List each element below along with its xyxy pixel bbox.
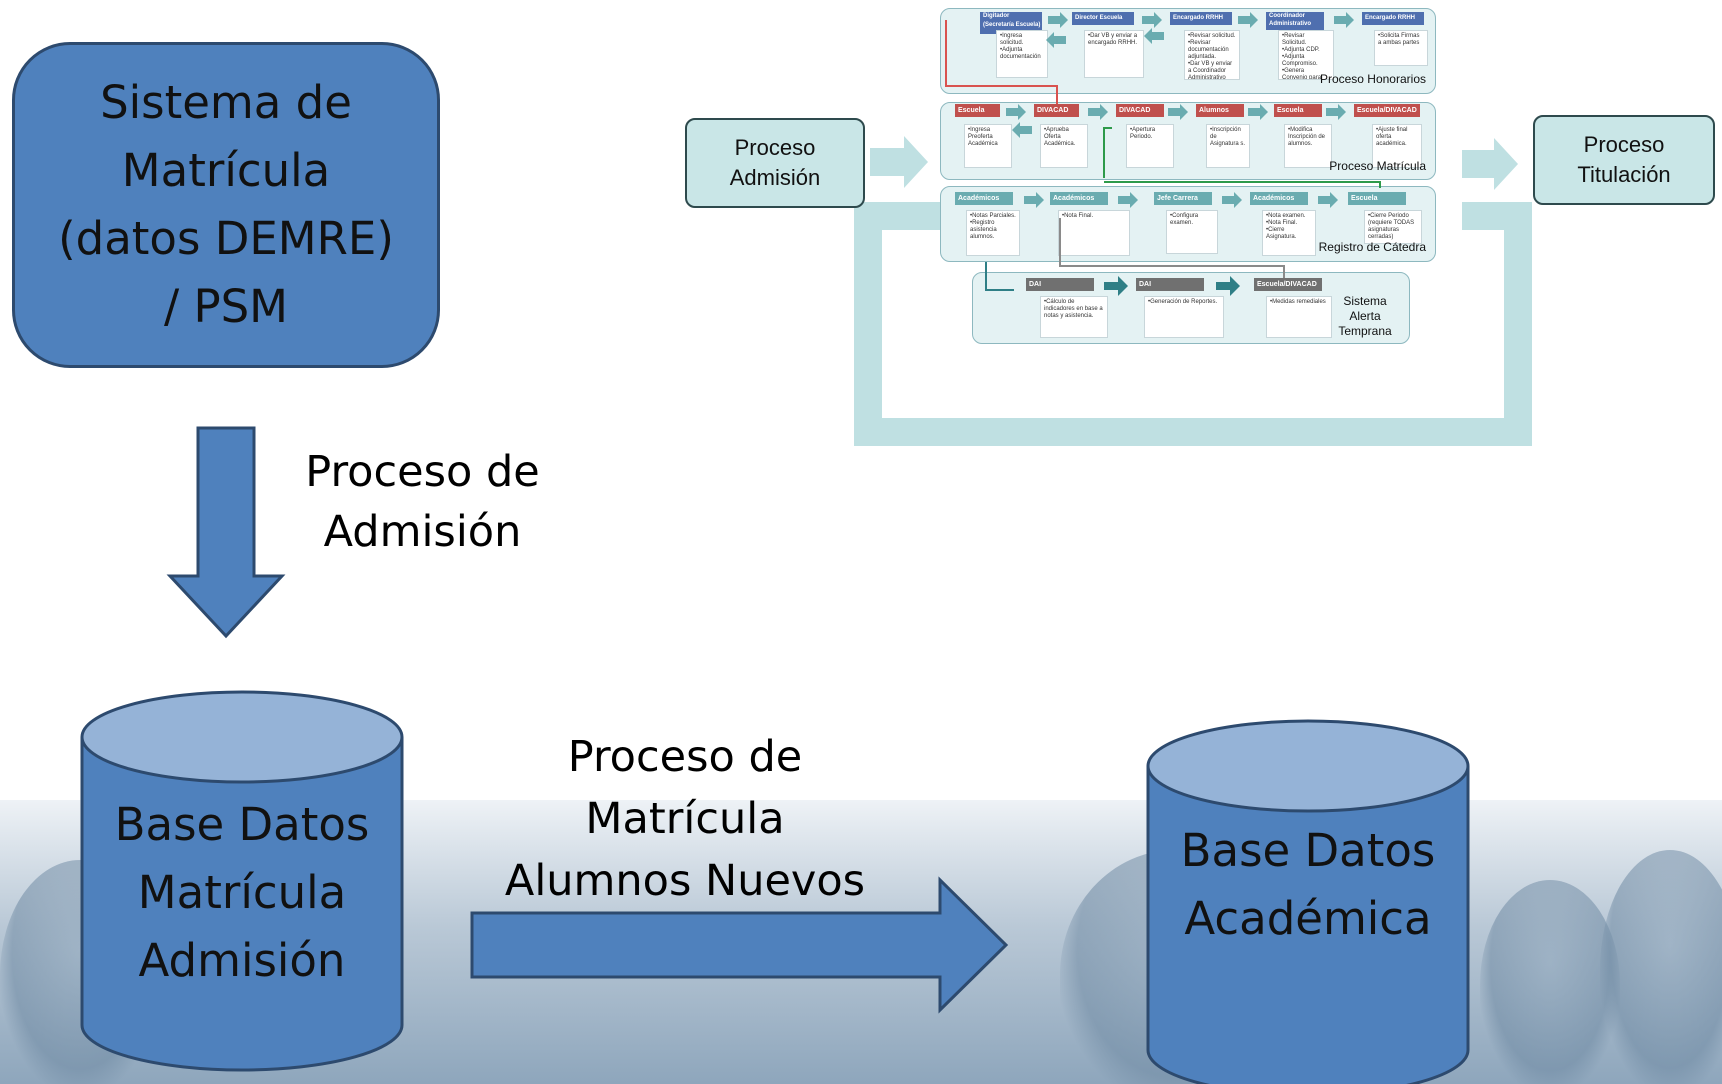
honorarios-card: •Revisar Solicitud. •Adjunta CDP. •Adjun…	[1278, 30, 1334, 80]
catedra-head: Jefe Carrera	[1154, 192, 1212, 205]
db-left-line-3: Admisión	[139, 934, 346, 987]
external-proceso-titulacion: Proceso Titulación	[1533, 115, 1715, 205]
catedra-head: Escuela	[1348, 192, 1406, 205]
honorarios-head: Director Escuela	[1072, 12, 1134, 25]
overview-small-arrows	[945, 12, 1381, 296]
catedra-head: Académicos	[1050, 192, 1108, 205]
alerta-head: DAI	[1026, 278, 1094, 291]
chevron-admision	[870, 136, 928, 188]
catedra-card: •Cierre Periodo (requiere TODAS asignatu…	[1364, 210, 1422, 244]
catedra-caption: Registro de Cátedra	[1318, 240, 1426, 254]
down-arrow-label-line-1: Proceso de	[305, 447, 540, 497]
process-overview-diagram: Proceso Admisión Proceso Titulación Digi…	[0, 0, 1722, 450]
matricula-card: •Modifica Inscripción de alumnos.	[1284, 124, 1332, 168]
overview-connectors	[854, 136, 1532, 446]
catedra-card: •Notas Parciales. •Registro asistencia a…	[966, 210, 1020, 256]
matricula-caption: Proceso Matrícula	[1329, 159, 1426, 173]
down-arrow-label: Proceso de Admisión	[290, 442, 555, 562]
honorarios-card: •Solicita Firmas a ambas partes	[1374, 30, 1428, 66]
connector-red	[945, 20, 1058, 104]
background-photo-person	[1600, 850, 1722, 1084]
honorarios-caption: Proceso Honorarios	[1319, 72, 1426, 86]
db-right-line-2: Académica	[1184, 892, 1431, 945]
db-left-line-2: Matrícula	[138, 866, 346, 919]
matricula-card: •Aprueba Oferta Académica.	[1040, 124, 1088, 168]
matricula-head: DIVACAD	[1116, 104, 1164, 117]
alerta-caption: Sistema Alerta Temprana	[1338, 294, 1392, 338]
feedback-loop	[854, 202, 1532, 446]
honorarios-head: Encargado RRHH	[1362, 12, 1424, 25]
alerta-head: Escuela/DIVACAD	[1254, 278, 1322, 291]
system-box-label: Sistema de Matrícula (datos DEMRE) / PSM	[58, 76, 394, 333]
db-left-line-1: Base Datos	[115, 798, 370, 851]
matricula-head: DIVACAD	[1034, 104, 1079, 117]
chevron-titulacion	[1462, 138, 1518, 190]
honorarios-card: •Dar VB y enviar a encargado RRHH.	[1084, 30, 1144, 78]
honorarios-head: Encargado RRHH	[1170, 12, 1232, 25]
down-arrow	[166, 426, 286, 639]
alerta-head: DAI	[1136, 278, 1204, 291]
database-left-cylinder: Base Datos Matrícula Admisión	[80, 690, 404, 1072]
catedra-card: •Nota examen. •Nota Final. •Cierre Asign…	[1262, 210, 1316, 256]
connector-teal	[985, 262, 1014, 291]
db-right-line-1: Base Datos	[1181, 824, 1436, 877]
catedra-card: •Nota Final.	[1058, 210, 1130, 256]
background-photo-person	[1480, 880, 1620, 1084]
alerta-card: •Generación de Reportes.	[1144, 296, 1224, 338]
honorarios-head: Coordinador Administrativo	[1266, 12, 1324, 30]
honorarios-card: •Revisar solicitud. •Revisar documentaci…	[1184, 30, 1240, 80]
right-arrow-label: Proceso de Matrícula Alumnos Nuevos	[490, 726, 880, 912]
honorarios-card: •Ingresa solicitud. •Adjunta documentaci…	[996, 30, 1048, 78]
right-arrow-label-line-1: Proceso de	[567, 732, 803, 782]
down-arrow-label-line-2: Admisión	[323, 507, 522, 557]
alerta-card: •Cálculo de indicadores en base a notas …	[1040, 296, 1108, 338]
honorarios-head: Digitador (Secretaría Escuela)	[980, 12, 1042, 34]
database-right-cylinder: Base Datos Académica	[1146, 719, 1470, 1084]
matricula-head: Escuela	[1274, 104, 1322, 117]
system-box: Sistema de Matrícula (datos DEMRE) / PSM	[12, 42, 440, 368]
matricula-head: Escuela/DIVACAD	[1354, 104, 1420, 117]
matricula-card: •Inscripción de Asignatura s.	[1206, 124, 1250, 168]
matricula-card: •Ajuste final oferta académica.	[1372, 124, 1422, 168]
connector-gray	[1059, 218, 1285, 278]
matricula-card: •Apertura Periodo.	[1126, 124, 1174, 168]
matricula-head: Alumnos	[1196, 104, 1244, 117]
connector-green	[1103, 127, 1381, 188]
matricula-card: •Ingresa Preoferta Académica	[964, 124, 1012, 168]
right-arrow-label-line-2: Matrícula	[585, 794, 785, 844]
alerta-card: •Medidas remediales	[1266, 296, 1332, 338]
right-arrow-label-line-3: Alumnos Nuevos	[504, 856, 866, 906]
external-proceso-admision: Proceso Admisión	[685, 118, 865, 208]
right-arrow	[470, 876, 1009, 1014]
catedra-head: Académicos	[1250, 192, 1308, 205]
catedra-head: Académicos	[955, 192, 1013, 205]
matricula-head: Escuela	[955, 104, 1000, 117]
catedra-card: •Configura examen.	[1166, 210, 1218, 254]
